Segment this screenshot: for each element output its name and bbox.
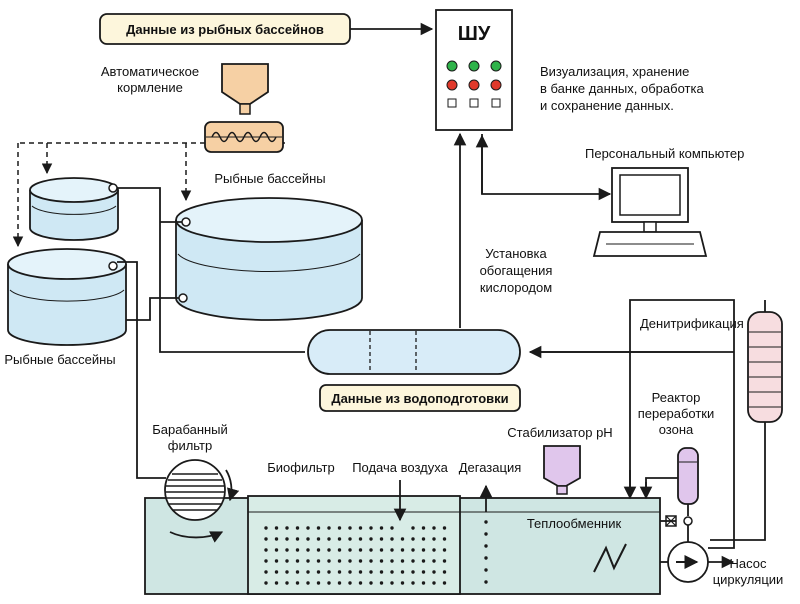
control-cabinet-title: ШУ [458,23,491,45]
sensor-icon [108,183,118,193]
fish-data-label: Данные из рыбных бассейнов [99,13,351,45]
sensor-icon [181,217,191,227]
auto-feed-text-1: Автоматическое [101,64,199,79]
biofilter-text: Биофильтр [267,460,335,475]
cabinet-to-pc-arrow [481,134,612,201]
biofilter-bubbles [264,526,447,585]
water-data-label: Данные из водоподготовки [319,384,521,412]
drum-filter-text-2: фильтр [168,438,212,453]
switch-icon [469,98,479,108]
degassing-bubbles [484,520,488,584]
viz-text-1: Визуализация, хранение [540,64,689,79]
sensor-icon [108,261,118,271]
sensor-icon [178,293,188,303]
ozone-reactor [677,447,699,505]
viz-text-2: в банке данных, обработка [540,81,704,96]
ozone-text-3: озона [659,422,694,437]
led-red-icon [446,79,458,91]
degassing-text: Дегазация [459,460,522,475]
pump-icon [667,541,709,583]
switch-icon [447,98,457,108]
led-red-icon [468,79,480,91]
pump-text-2: циркуляции [713,572,784,587]
fish-pool-small-top [29,177,119,241]
heat-exchanger-text: Теплообменник [527,516,622,531]
oxygen-unit [307,329,521,375]
denitrification-column [747,311,783,423]
led-red-icon [490,79,502,91]
junction-icon [683,516,693,526]
drum-filter-icon [164,459,240,543]
air-supply-text: Подача воздуха [352,460,448,475]
control-cabinet: ШУ [435,9,513,131]
heat-exchanger-coil-icon [593,543,627,573]
pump-text-1: Насос [730,556,767,571]
oxygen-text-3: кислородом [480,280,552,295]
fish-pool-small-bottom [7,248,127,346]
ph-stabilizer-text: Стабилизатор pH [507,425,612,440]
switch-icon [491,98,501,108]
water-data-text: Данные из водоподготовки [331,391,508,406]
feed-lines [12,142,285,248]
pc-text: Персональный компьютер [585,146,744,161]
fish-data-text: Данные из рыбных бассейнов [126,22,324,37]
ph-stabilizer-icon [543,445,581,495]
led-green-icon [468,60,480,72]
fish-pools-left-text: Рыбные бассейны [4,352,115,367]
oxygen-text-1: Установка [485,246,547,261]
computer-icon [592,167,708,257]
fish-pool-large [175,197,363,321]
oxygen-text-2: обогащения [480,263,553,278]
ozone-text-1: Реактор [652,390,701,405]
ozone-text-2: переработки [638,406,714,421]
pool-pipes [117,187,305,479]
auto-feed-text-2: кормление [117,80,183,95]
main-tank [144,495,661,595]
led-green-icon [490,60,502,72]
drum-filter-text-1: Барабанный [152,422,228,437]
denitrification-text: Денитрификация [640,316,744,331]
feeder-icon [204,63,284,153]
led-green-icon [446,60,458,72]
fish-pools-right-text: Рыбные бассейны [214,171,325,186]
viz-text-3: и сохранение данных. [540,98,674,113]
